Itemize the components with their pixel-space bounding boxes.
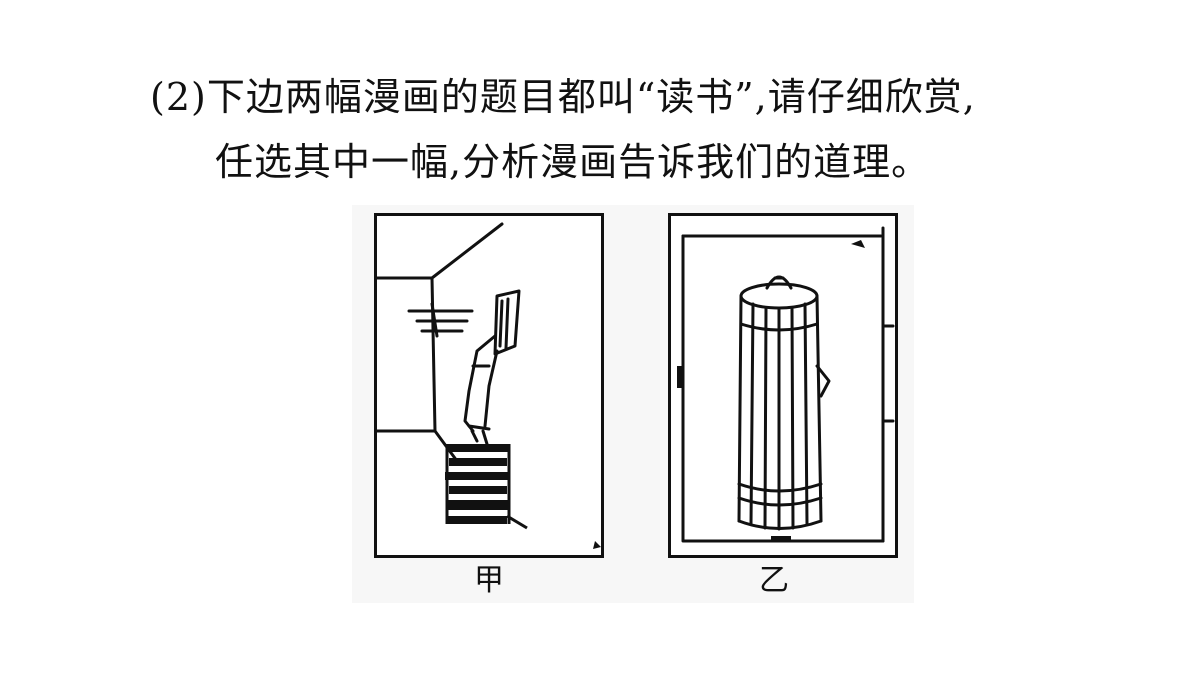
caption-jia: 甲 — [474, 563, 504, 598]
caption-yi: 乙 — [759, 563, 789, 598]
cartoon-panel-yi — [668, 213, 898, 558]
person-wrapped-in-books-icon — [677, 226, 895, 543]
cartoon-panel-jia — [374, 213, 604, 558]
question-text-line-1: (2)下边两幅漫画的题目都叫“读书”,请仔细欣赏, — [150, 75, 976, 119]
question-text-line-2: 任选其中一幅,分析漫画告诉我们的道理。 — [215, 140, 931, 184]
person-standing-on-stack-of-books-icon — [377, 222, 601, 549]
